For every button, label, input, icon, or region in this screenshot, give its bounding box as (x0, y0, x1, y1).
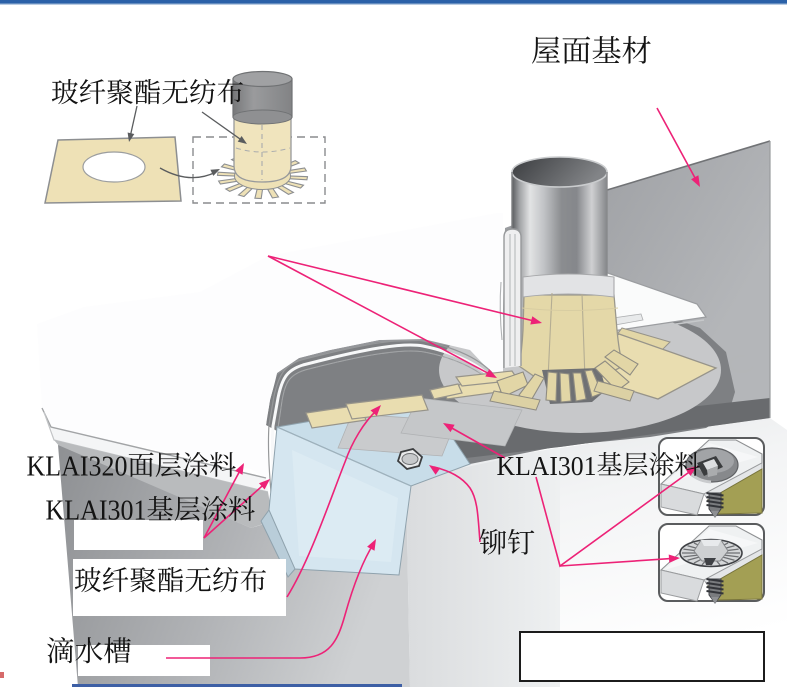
svg-text:KLAI320: KLAI320 (27, 452, 128, 483)
svg-text:KLAI301: KLAI301 (497, 450, 597, 481)
svg-text:KLAI301: KLAI301 (46, 496, 147, 527)
